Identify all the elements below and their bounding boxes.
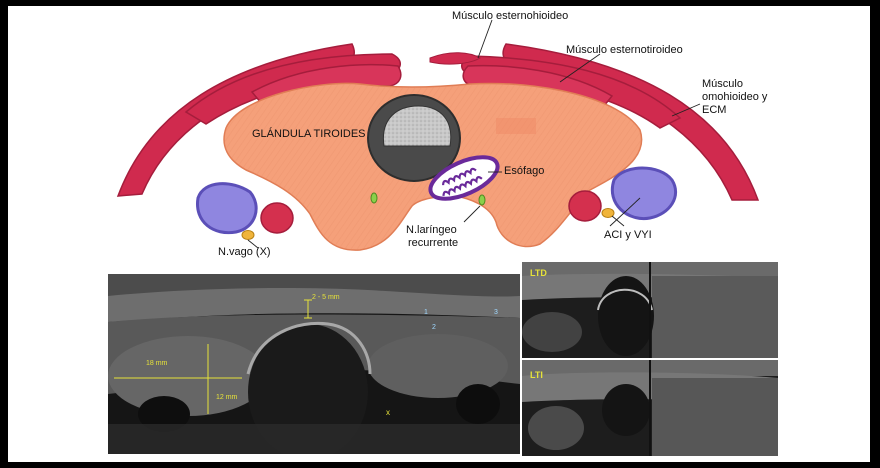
label-laryngeal-line1: N.laríngeo — [406, 224, 457, 236]
ultrasound-lti — [522, 360, 778, 456]
label-vagus: N.vago (X) — [218, 246, 271, 258]
label-esophagus: Esófago — [504, 165, 544, 177]
vagus-nerve-left — [242, 231, 254, 240]
us-width-marker: 18 mm — [146, 360, 167, 367]
us-lti-label: LTI — [530, 370, 543, 380]
label-thyroid: GLÁNDULA TIROIDES — [252, 128, 366, 140]
label-omohioideo-line3: ECM — [702, 104, 726, 116]
jugular-vein-right — [612, 168, 675, 219]
ultrasound-ltd — [522, 262, 778, 358]
carotid-artery-left — [261, 203, 293, 233]
label-omohioideo-line2: omohioideo y — [702, 91, 767, 103]
carotid-artery-right — [569, 191, 601, 221]
us-marker-1: 1 — [424, 309, 428, 316]
jugular-vein-left — [197, 184, 256, 233]
label-esternotiroideo: Músculo esternotiroideo — [566, 44, 683, 56]
us-marker-2: 2 — [432, 324, 436, 331]
label-esternohioideo: Músculo esternohioideo — [452, 10, 568, 22]
label-carotid-jugular: ACI y VYI — [604, 229, 652, 241]
nerve-laryngeal-right — [479, 195, 485, 205]
nerve-laryngeal-left — [371, 193, 377, 203]
label-omohioideo-line1: Músculo — [702, 78, 743, 90]
ultrasound-transverse — [108, 274, 520, 454]
us-ltd-label: LTD — [530, 268, 547, 278]
us-marker-3: 3 — [494, 309, 498, 316]
us-depth-marker: 2 - 5 mm — [312, 294, 340, 301]
us-height-marker: 12 mm — [216, 394, 237, 401]
label-laryngeal-line2: recurrente — [408, 237, 458, 249]
us-marker-x: x — [386, 408, 390, 417]
